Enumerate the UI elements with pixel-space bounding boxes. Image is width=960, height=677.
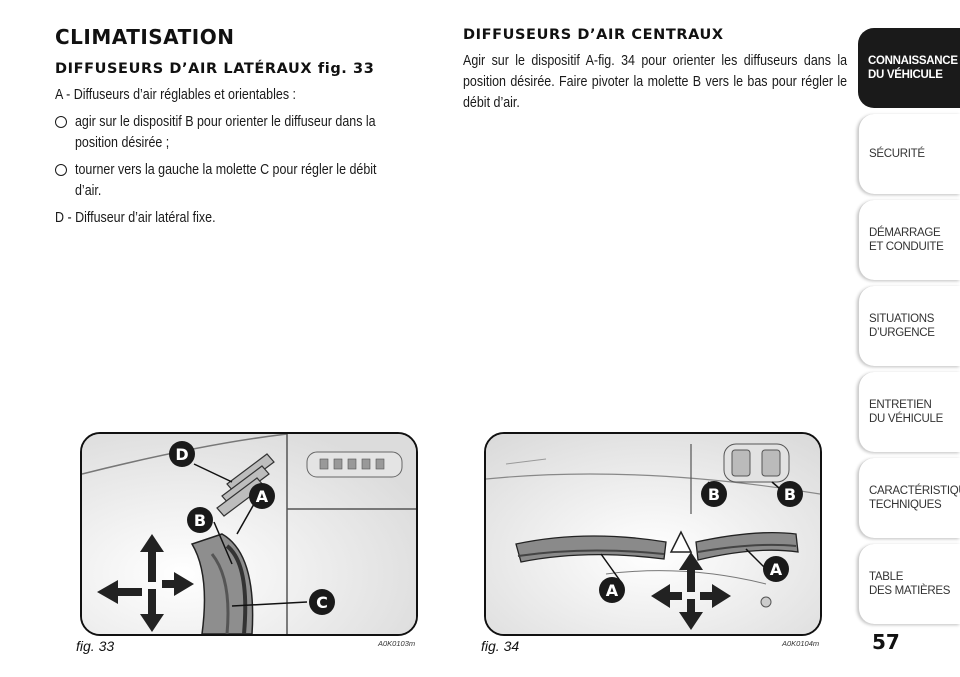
lateral-vent-drawing: D A B C [82, 434, 416, 634]
figure-34-illustration: B B A A [484, 432, 822, 636]
section-title: CLIMATISATION [55, 25, 235, 49]
label-b-left: B [708, 485, 720, 504]
label-c: C [316, 593, 328, 612]
chapter-tabs: CONNAISSANCE DU VÉHICULE SÉCURITÉ DÉMARR… [858, 28, 960, 630]
item-a-text: A - Diffuseurs d’air réglables et orient… [55, 87, 296, 103]
tab-connaissance[interactable]: CONNAISSANCE DU VÉHICULE [858, 28, 960, 108]
bullet-text: tourner vers la gauche la molette C pour… [75, 162, 377, 199]
central-vents-body: Agir sur le dispositif A-fig. 34 pour or… [463, 53, 848, 111]
tab-securite[interactable]: SÉCURITÉ [858, 114, 960, 194]
tab-table-matieres[interactable]: TABLE DES MATIÈRES [858, 544, 960, 624]
item-d-text: D - Diffuseur d’air latéral fixe. [55, 210, 216, 226]
figure-34-caption: fig. 34 [481, 638, 520, 654]
lateral-vents-heading: DIFFUSEURS D’AIR LATÉRAUX fig. 33 [55, 61, 375, 77]
label-d: D [175, 445, 188, 464]
figure-33-code: A0K0103m [378, 639, 416, 648]
tab-urgence[interactable]: SITUATIONS D’URGENCE [858, 286, 960, 366]
bullet-item: agir sur le dispositif B pour orienter l… [55, 112, 445, 154]
right-column: DIFFUSEURS D’AIR CENTRAUX Agir sur le di… [463, 25, 848, 120]
label-a: A [256, 487, 269, 506]
left-column: CLIMATISATION DIFFUSEURS D’AIR LATÉRAUX … [55, 25, 445, 235]
circle-bullet-icon [55, 116, 67, 128]
central-vents-heading: DIFFUSEURS D’AIR CENTRAUX [463, 27, 724, 43]
tab-entretien[interactable]: ENTRETIEN DU VÉHICULE [858, 372, 960, 452]
tab-caracteristiques[interactable]: CARACTÉRISTIQUES TECHNIQUES [858, 458, 960, 538]
bullet-item: tourner vers la gauche la molette C pour… [55, 160, 445, 202]
bullet-text: agir sur le dispositif B pour orienter l… [75, 114, 376, 151]
central-vents-drawing: B B A A [486, 434, 820, 634]
label-a-left: A [606, 581, 619, 600]
page-number: 57 [872, 630, 900, 654]
label-b: B [194, 511, 206, 530]
figure-34-code: A0K0104m [782, 639, 820, 648]
figure-33-illustration: D A B C [80, 432, 418, 636]
label-b-right: B [784, 485, 796, 504]
figure-33-caption: fig. 33 [76, 638, 115, 654]
circle-bullet-icon [55, 164, 67, 176]
label-a-right: A [770, 560, 783, 579]
tab-demarrage[interactable]: DÉMARRAGE ET CONDUITE [858, 200, 960, 280]
